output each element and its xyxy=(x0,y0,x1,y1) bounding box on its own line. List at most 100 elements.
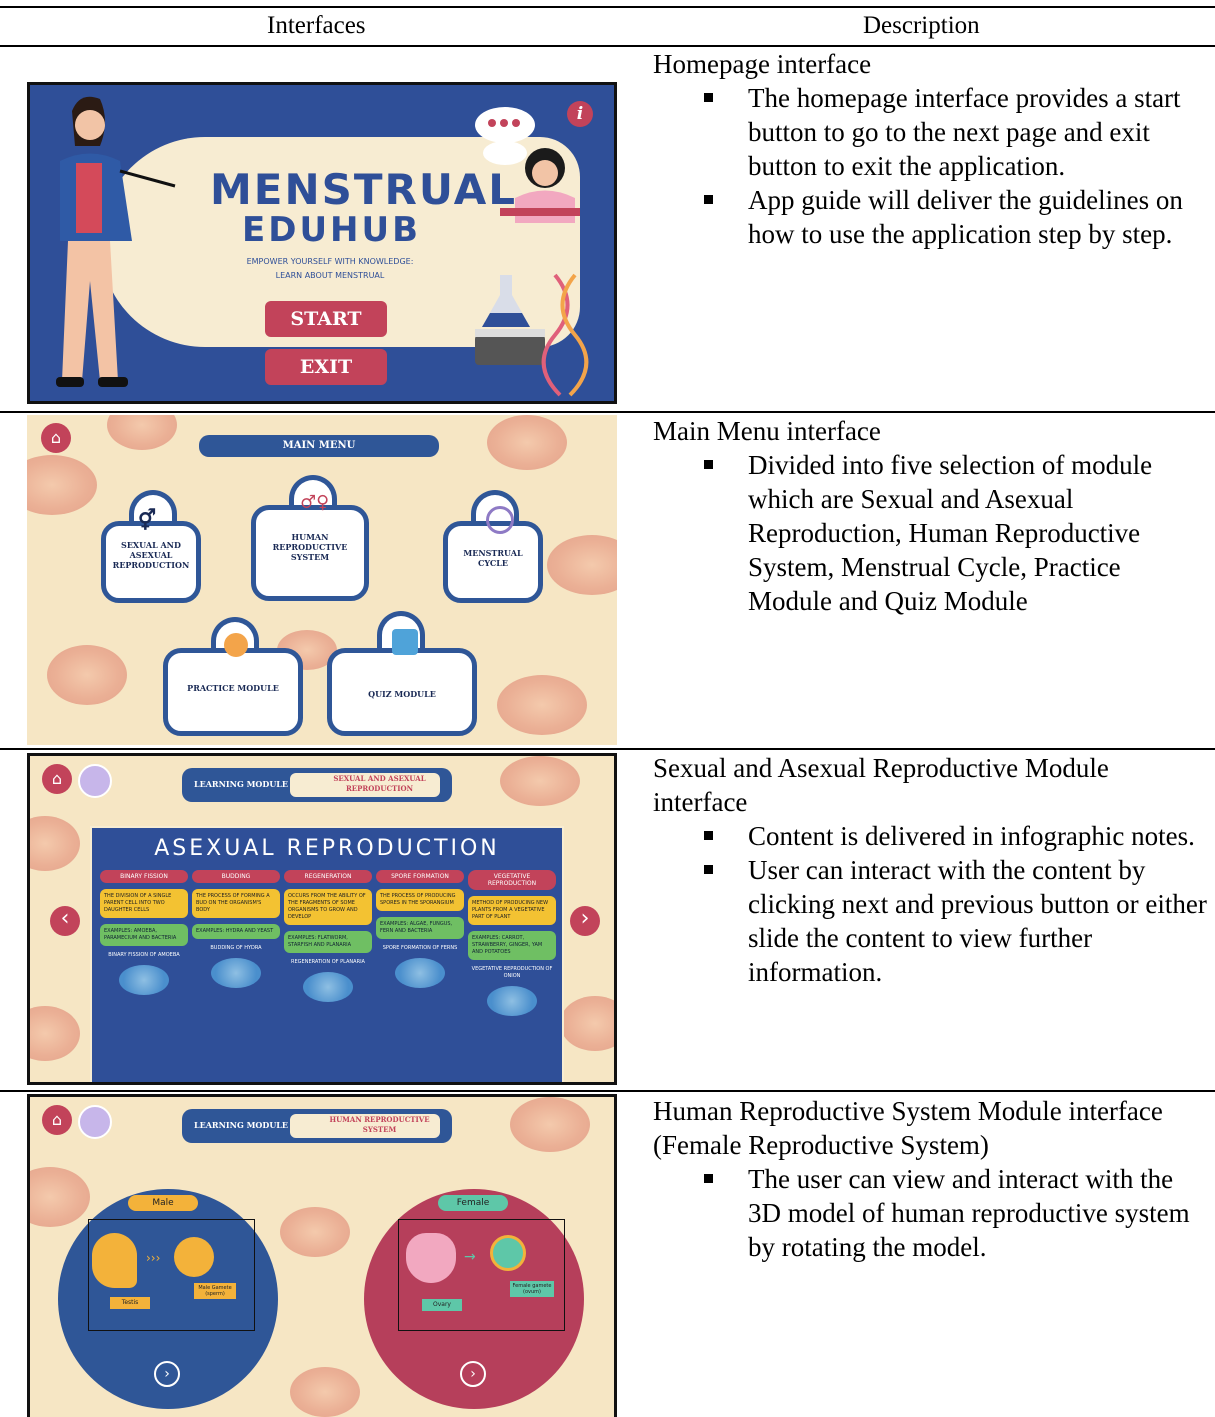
female-label: Female xyxy=(438,1195,508,1211)
asexual-module-screenshot: ⌂ LEARNING MODULE SEXUAL AND ASEXUAL REP… xyxy=(27,753,617,1085)
organism-illustration xyxy=(395,958,445,988)
bullet-list: Divided into five selection of module wh… xyxy=(653,448,1208,618)
infographic-board: ASEXUAL REPRODUCTION BINARY FISSION THE … xyxy=(90,826,564,1082)
infographic-column: SPORE FORMATION THE PROCESS OF PRODUCING… xyxy=(376,870,464,1075)
quiz-icon xyxy=(392,629,418,655)
row-title: Sexual and Asexual Reproductive Module i… xyxy=(653,753,1109,817)
blood-cell-decoration xyxy=(497,675,587,735)
next-button[interactable]: › xyxy=(570,906,600,936)
teacher-illustration xyxy=(40,91,180,401)
bullet-item: The homepage interface provides a start … xyxy=(704,81,1208,183)
home-icon[interactable]: ⌂ xyxy=(41,423,71,453)
exit-button[interactable]: EXIT xyxy=(265,349,387,385)
column-note: THE PROCESS OF PRODUCING SPORES IN THE S… xyxy=(376,889,464,911)
column-note: OCCURS FROM THE ABILITY OF THE FRAGMENTS… xyxy=(284,889,372,925)
home-icon[interactable]: ⌂ xyxy=(42,764,72,794)
female-part-label: Ovary xyxy=(422,1299,462,1311)
column-example: EXAMPLES: ALGAE, FUNGUS, FERN AND BACTER… xyxy=(376,917,464,939)
column-note: THE PROCESS OF FORMING A BUD ON THE ORGA… xyxy=(192,889,280,918)
row-rule-3 xyxy=(0,1090,1215,1092)
bullet-item: App guide will deliver the guidelines on… xyxy=(704,183,1208,251)
menu-list-icon[interactable] xyxy=(78,1105,112,1139)
row-rule-1 xyxy=(0,411,1215,413)
blood-cell-decoration xyxy=(107,415,177,450)
card-human-reproductive[interactable]: ♂♀ HUMAN REPRODUCTIVE SYSTEM xyxy=(251,492,369,601)
column-note: METHOD OF PRODUCING NEW PLANTS FROM A VE… xyxy=(468,896,556,925)
description-main-menu: Main Menu interface Divided into five se… xyxy=(653,414,1208,618)
infographic-column: VEGETATIVE REPRODUCTION METHOD OF PRODUC… xyxy=(468,870,556,1075)
column-caption: BUDDING OF HYDRA xyxy=(210,945,262,951)
card-label: QUIZ MODULE xyxy=(368,689,436,699)
column-head: SPORE FORMATION xyxy=(376,870,464,883)
male-organ-illustration xyxy=(92,1233,137,1288)
header-description: Description xyxy=(863,12,980,39)
card-label: HUMAN REPRODUCTIVE SYSTEM xyxy=(272,532,348,562)
blood-cell-decoration xyxy=(547,535,617,595)
infographic-column: BUDDING THE PROCESS OF FORMING A BUD ON … xyxy=(192,870,280,1075)
module-header: LEARNING MODULE SEXUAL AND ASEXUAL REPRO… xyxy=(182,768,452,802)
bullet-item: The user can view and interact with the … xyxy=(704,1162,1208,1264)
card-quiz-module[interactable]: QUIZ MODULE xyxy=(327,629,477,736)
thinking-girl-illustration xyxy=(470,103,590,223)
female-organ-illustration xyxy=(406,1233,456,1283)
main-menu-title: MAIN MENU xyxy=(199,435,439,457)
female-diagram-frame xyxy=(398,1219,565,1331)
cycle-icon xyxy=(486,506,514,534)
card-label: MENSTRUAL CYCLE xyxy=(463,548,523,568)
female-panel: Female → Ovary Female gamete (ovum) › xyxy=(364,1189,584,1409)
column-head: BINARY FISSION xyxy=(100,870,188,883)
bullet-item: Divided into five selection of module wh… xyxy=(704,448,1208,618)
bullet-item: Content is delivered in infographic note… xyxy=(704,819,1208,853)
blood-cell-decoration xyxy=(510,1097,590,1152)
board-title: ASEXUAL REPRODUCTION xyxy=(154,836,500,861)
module-title: SEXUAL AND ASEXUAL REPRODUCTION xyxy=(333,774,426,793)
card-label: PRACTICE MODULE xyxy=(187,683,279,693)
next-circle-icon[interactable]: › xyxy=(460,1361,486,1387)
column-caption: VEGETATIVE REPRODUCTION OF ONION xyxy=(471,966,553,979)
blood-cell-decoration xyxy=(30,1167,90,1227)
header-rule xyxy=(0,45,1215,47)
male-part-label: Testis xyxy=(110,1297,150,1309)
infographic-column: BINARY FISSION THE DIVISION OF A SINGLE … xyxy=(100,870,188,1075)
male-panel: Male ››› Testis Male Gamete (sperm) › xyxy=(58,1189,278,1409)
male-gamete-label: Male Gamete (sperm) xyxy=(194,1283,236,1299)
main-menu-screenshot: ⌂ MAIN MENU ⚥ SEXUAL AND ASEXUAL REPRODU… xyxy=(27,415,617,745)
arrow-icon: ››› xyxy=(146,1251,161,1265)
column-example: EXAMPLES: AMOEBA, PARAMECIUM AND BACTERI… xyxy=(100,924,188,946)
blood-cell-decoration xyxy=(560,996,614,1051)
blood-cell-decoration xyxy=(47,645,127,705)
column-example: EXAMPLES: FLATWORM, STARFISH AND PLANARI… xyxy=(284,931,372,953)
blood-cell-decoration xyxy=(500,756,580,806)
tagline-line2: LEARN ABOUT MENSTRUAL xyxy=(275,271,385,280)
card-practice-module[interactable]: PRACTICE MODULE xyxy=(163,633,303,736)
blood-cell-decoration xyxy=(30,816,80,871)
next-circle-icon[interactable]: › xyxy=(154,1361,180,1387)
previous-button[interactable]: ‹ xyxy=(50,906,80,936)
column-head: BUDDING xyxy=(192,870,280,883)
student-icon xyxy=(224,633,248,657)
column-example: EXAMPLES: CARROT, STRAWBERRY, GINGER, YA… xyxy=(468,931,556,960)
menu-list-icon[interactable] xyxy=(78,764,112,798)
blood-cell-decoration xyxy=(27,455,97,515)
male-label: Male xyxy=(128,1195,198,1211)
organism-illustration xyxy=(211,958,261,988)
module-title: HUMAN REPRODUCTIVE SYSTEM xyxy=(329,1115,430,1134)
card-sexual-asexual[interactable]: ⚥ SEXUAL AND ASEXUAL REPRODUCTION xyxy=(101,508,201,603)
row-rule-2 xyxy=(0,748,1215,750)
people-icon: ♂♀ xyxy=(300,492,330,513)
info-icon[interactable]: i xyxy=(567,101,593,127)
blood-cell-decoration xyxy=(30,1006,80,1061)
blood-cell-decoration xyxy=(487,415,567,470)
bullet-item: User can interact with the content by cl… xyxy=(704,855,1207,987)
card-menstrual-cycle[interactable]: MENSTRUAL CYCLE xyxy=(443,506,543,603)
app-title-line2: EDUHUB xyxy=(242,210,422,250)
bullet-list: The homepage interface provides a start … xyxy=(653,81,1208,251)
home-icon[interactable]: ⌂ xyxy=(42,1105,72,1135)
arrow-icon: → xyxy=(464,1249,476,1265)
header-interfaces: Interfaces xyxy=(267,12,366,39)
infographic-column: REGENERATION OCCURS FROM THE ABILITY OF … xyxy=(284,870,372,1075)
start-button[interactable]: START xyxy=(265,301,387,337)
organism-illustration xyxy=(303,972,353,1002)
human-reproductive-screenshot: ⌂ LEARNING MODULE HUMAN REPRODUCTIVE SYS… xyxy=(27,1094,617,1417)
column-head: VEGETATIVE REPRODUCTION xyxy=(468,870,556,890)
